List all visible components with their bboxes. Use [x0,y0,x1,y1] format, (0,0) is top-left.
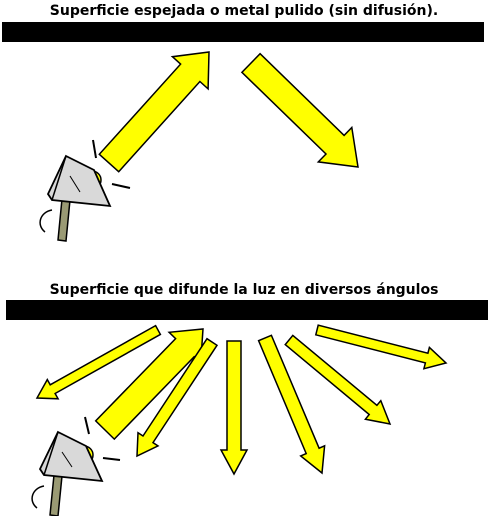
scattered-ray-arrow [136,337,219,458]
spotlight-icon [39,139,131,242]
scattered-ray-arrow [219,340,249,476]
scattered-ray-arrow [314,324,448,370]
reflected-ray-arrow [240,52,359,168]
scattered-ray-arrow [284,334,392,425]
mirror-surface-title: Superficie espejada o metal pulido (sin … [49,3,439,19]
mirror-surface [2,22,484,42]
spotlight-icon [31,416,121,516]
diffuse-rays [35,324,448,476]
scattered-ray-arrow [257,334,326,475]
scattered-ray-arrow [35,324,162,400]
incident-ray-arrow [98,51,210,173]
mirror-rays [98,51,359,173]
diffuse-surface [6,300,488,320]
diffuse-surface-title: Superficie que difunde la luz en diverso… [49,282,439,298]
